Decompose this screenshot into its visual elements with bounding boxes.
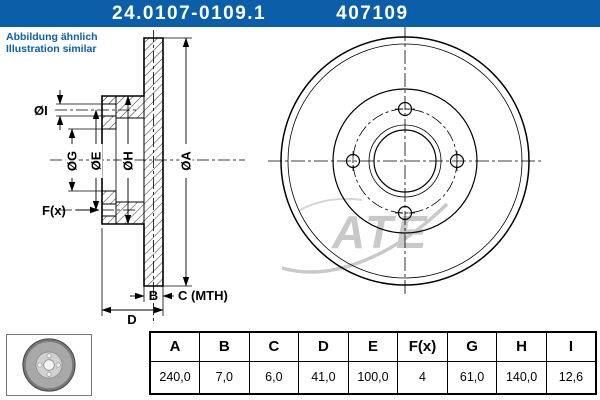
- similarity-note-en: Illustration similar: [6, 43, 97, 55]
- table-header-c: C: [248, 331, 300, 362]
- table-header-i: I: [545, 331, 597, 362]
- table-header-g: G: [446, 331, 498, 362]
- hat-bottom-wall: [115, 201, 145, 225]
- thumbnail-center-bore: [43, 359, 55, 371]
- dim-label-g: ØG: [65, 151, 80, 171]
- table-header-f: F(x): [397, 331, 448, 362]
- cross-section-view: ØI ØG ØE ØH ØA F(x) B C (MTH) D: [34, 30, 245, 327]
- table-value-h: 140,0: [496, 360, 547, 395]
- dim-label-f: F(x): [42, 203, 66, 218]
- table-value-b: 7,0: [199, 360, 250, 395]
- table-value-row: 240,0 7,0 6,0 41,0 100,0 4 61,0 140,0 12…: [149, 360, 597, 395]
- dim-label-d: D: [127, 312, 136, 327]
- catalog-number: 407109: [336, 2, 409, 24]
- header-bar: 24.0107-0109.1 407109: [0, 0, 600, 27]
- table-header-d: D: [298, 331, 349, 362]
- front-view: [268, 27, 542, 295]
- table-value-g: 61,0: [446, 360, 498, 395]
- table-value-i: 12,6: [545, 360, 597, 395]
- dim-label-i: ØI: [34, 103, 48, 118]
- watermark-text: ATE: [331, 206, 430, 258]
- table-value-a: 240,0: [149, 360, 201, 395]
- dimension-table: A B C D E F(x) G H I 240,0 7,0 6,0 41,0 …: [149, 331, 597, 395]
- dim-label-e: ØE: [89, 151, 104, 170]
- product-thumbnail: [6, 334, 92, 396]
- ate-watermark: ATE: [281, 197, 449, 274]
- table-value-f: 4: [397, 360, 448, 395]
- part-number: 24.0107-0109.1: [112, 2, 267, 24]
- table-header-row: A B C D E F(x) G H I: [149, 331, 597, 362]
- table-value-d: 41,0: [298, 360, 349, 395]
- table-value-e: 100,0: [347, 360, 399, 395]
- dim-label-c: C (MTH): [178, 288, 228, 303]
- table-header-h: H: [496, 331, 547, 362]
- table-header-b: B: [199, 331, 250, 362]
- table-header-e: E: [347, 331, 399, 362]
- similarity-note: Abbildung ähnlich Illustration similar: [6, 31, 98, 55]
- table-value-c: 6,0: [248, 360, 300, 395]
- dim-label-a: ØA: [179, 151, 194, 171]
- table-header-a: A: [149, 331, 201, 362]
- dim-label-h: ØH: [121, 151, 136, 171]
- hat-top-wall: [115, 95, 145, 119]
- similarity-note-de: Abbildung ähnlich: [6, 31, 98, 43]
- dim-label-b: B: [149, 288, 158, 303]
